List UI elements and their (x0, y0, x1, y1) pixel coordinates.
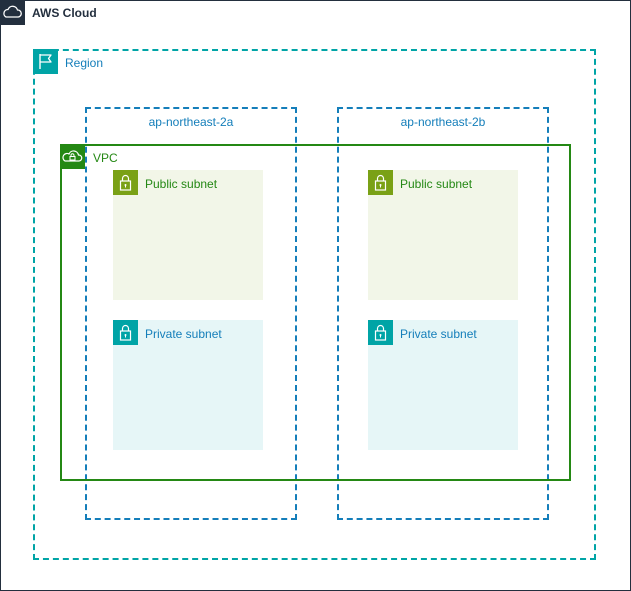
lock-icon (113, 320, 138, 345)
lock-icon (368, 320, 393, 345)
private-subnet-b (368, 320, 518, 450)
region-label: Region (65, 56, 104, 70)
availability-zone-a (85, 107, 297, 520)
flag-icon (33, 49, 58, 74)
vpc-cloud-lock-icon (60, 144, 85, 169)
private-subnet-a (113, 320, 263, 450)
private-subnet-b-label: Private subnet (400, 327, 477, 341)
vpc-group (60, 144, 571, 481)
availability-zone-b (337, 107, 549, 520)
cloud-icon (0, 0, 25, 25)
public-subnet-a-label: Public subnet (145, 177, 218, 191)
vpc-label: VPC (93, 151, 118, 165)
lock-icon (113, 170, 138, 195)
aws-cloud-label: AWS Cloud (32, 6, 97, 20)
public-subnet-a (113, 170, 263, 300)
availability-zone-a-label: ap-northeast-2a (148, 115, 234, 129)
availability-zone-b-label: ap-northeast-2b (400, 115, 486, 129)
lock-icon (368, 170, 393, 195)
public-subnet-b-label: Public subnet (400, 177, 473, 191)
public-subnet-b (368, 170, 518, 300)
region-group (33, 49, 596, 560)
private-subnet-a-label: Private subnet (145, 327, 222, 341)
